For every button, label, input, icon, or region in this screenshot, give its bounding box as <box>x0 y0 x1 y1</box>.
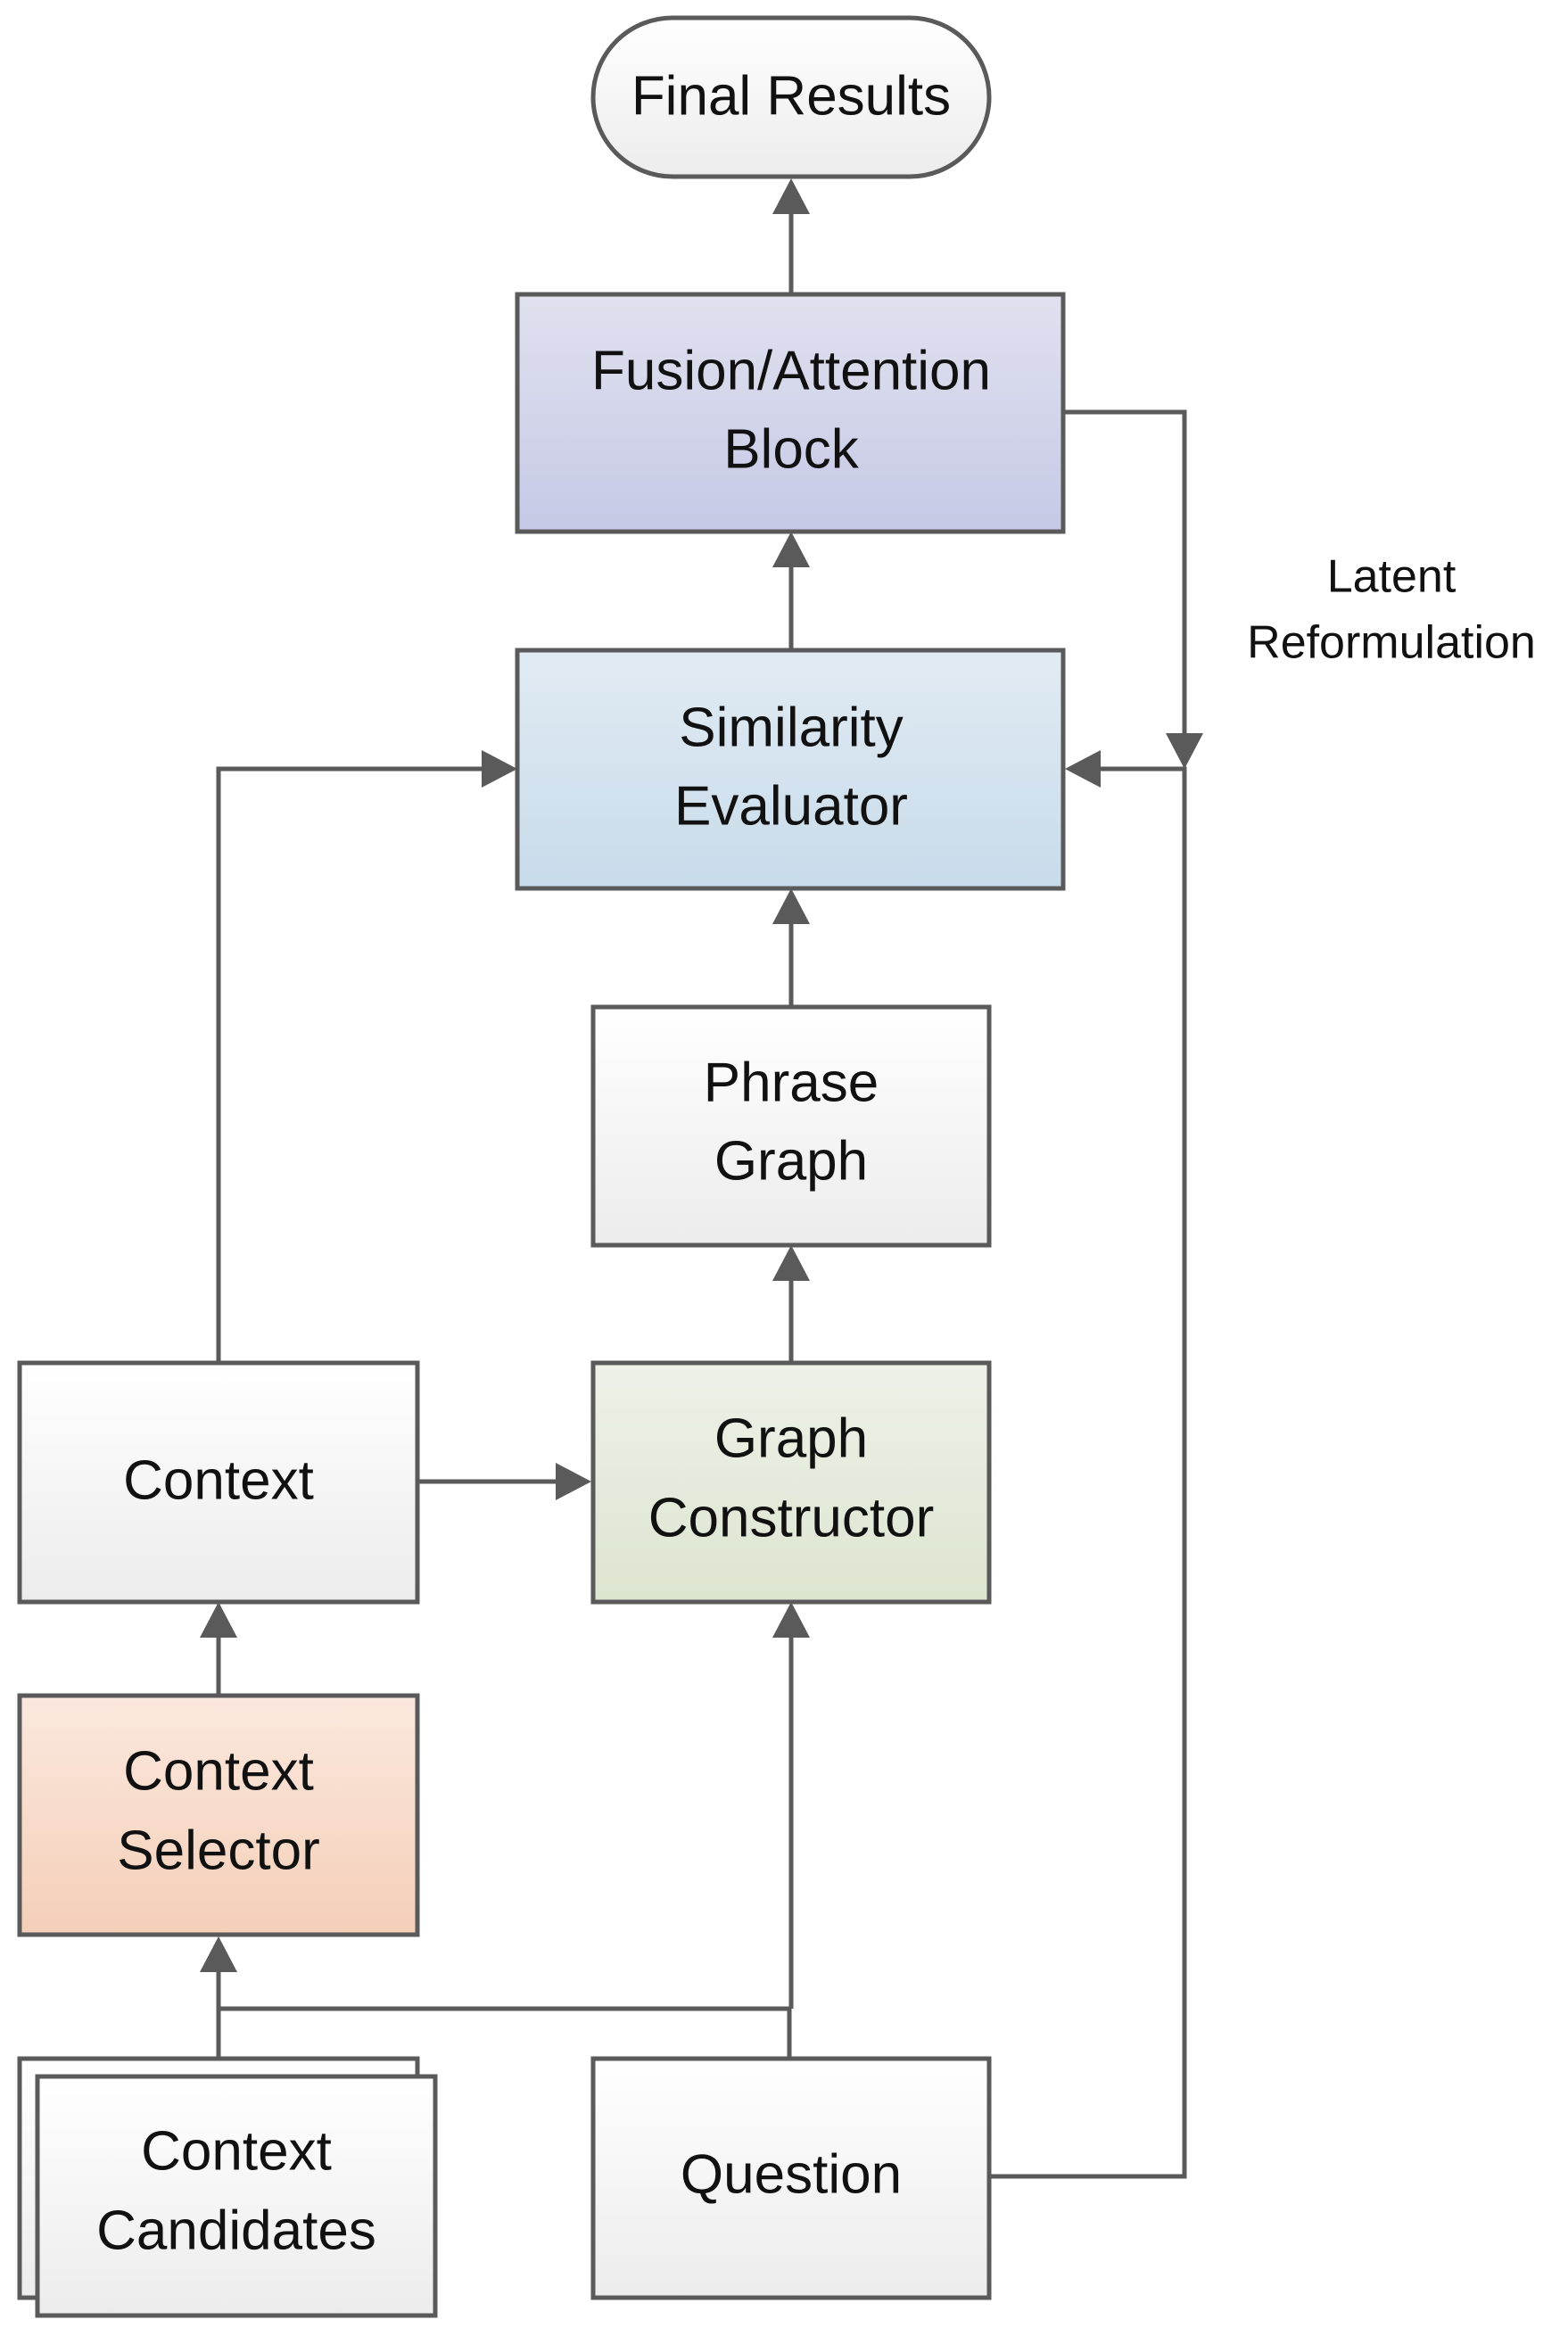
context-candidates-front-sheet <box>35 2074 438 2318</box>
node-question: Question <box>590 2056 992 2300</box>
node-graph-constructor: Graph Constructor <box>590 1360 992 1605</box>
context-selector-label-line1: Context <box>123 1740 314 1802</box>
graph-constructor-label-line2: Constructor <box>648 1487 934 1548</box>
phrase-label-line2: Graph <box>714 1130 868 1192</box>
node-similarity-evaluator: Similarity Evaluator <box>515 648 1066 891</box>
arrowhead-similarity-right <box>1065 750 1101 788</box>
node-context-selector: Context Selector <box>17 1693 420 1937</box>
latent-label-line1: Latent <box>1327 551 1457 603</box>
question-label: Question <box>681 2143 902 2205</box>
node-final-results: Final Results <box>590 15 992 179</box>
fusion-attention-box <box>515 292 1066 534</box>
arrowhead-selector <box>200 1936 237 1972</box>
phrase-label-line1: Phrase <box>704 1052 879 1113</box>
edge-context-to-similarity <box>216 766 489 1363</box>
arrowhead-final <box>772 178 810 214</box>
arrowhead-context <box>200 1602 237 1638</box>
context-selector-label-line2: Selector <box>117 1820 319 1881</box>
fusion-label-line2: Block <box>723 418 860 480</box>
question-box <box>590 2056 992 2300</box>
node-context-candidates: Context Candidates <box>17 2056 438 2318</box>
arrowhead-similarity-bottom <box>772 888 810 924</box>
context-candidates-label-line1: Context <box>141 2120 332 2182</box>
context-label: Context <box>123 1449 314 1511</box>
node-fusion-attention-block: Fusion/Attention Block <box>515 292 1066 534</box>
connectors <box>200 178 1203 2179</box>
similarity-label-line1: Similarity <box>679 697 903 758</box>
fusion-label-line1: Fusion/Attention <box>591 340 991 401</box>
latent-reformulation-annotation: Latent Reformulation <box>1247 551 1536 669</box>
context-candidates-label-line2: Candidates <box>96 2200 376 2261</box>
context-selector-box <box>17 1693 420 1937</box>
node-phrase-graph: Phrase Graph <box>590 1004 992 1248</box>
edge-fusion-latent <box>1063 409 1187 740</box>
node-context: Context <box>17 1360 420 1605</box>
phrase-graph-box <box>590 1004 992 1248</box>
final-results-label: Final Results <box>631 65 951 127</box>
graph-constructor-label-line1: Graph <box>714 1408 868 1469</box>
graph-constructor-box <box>590 1360 992 1605</box>
arrowhead-fusion <box>772 532 810 567</box>
context-box <box>17 1360 420 1605</box>
final-results-shape <box>590 15 992 179</box>
arrowhead-latent-down <box>1166 733 1203 769</box>
arrowhead-constructor-left <box>556 1463 591 1500</box>
similarity-evaluator-box <box>515 648 1066 891</box>
arrowhead-similarity-left <box>482 750 517 788</box>
arrowhead-constructor-bottom <box>772 1602 810 1638</box>
latent-label-line2: Reformulation <box>1247 617 1536 669</box>
similarity-label-line2: Evaluator <box>674 775 908 837</box>
arrowhead-phrase <box>772 1245 810 1281</box>
edge-question-right <box>988 766 1187 2179</box>
